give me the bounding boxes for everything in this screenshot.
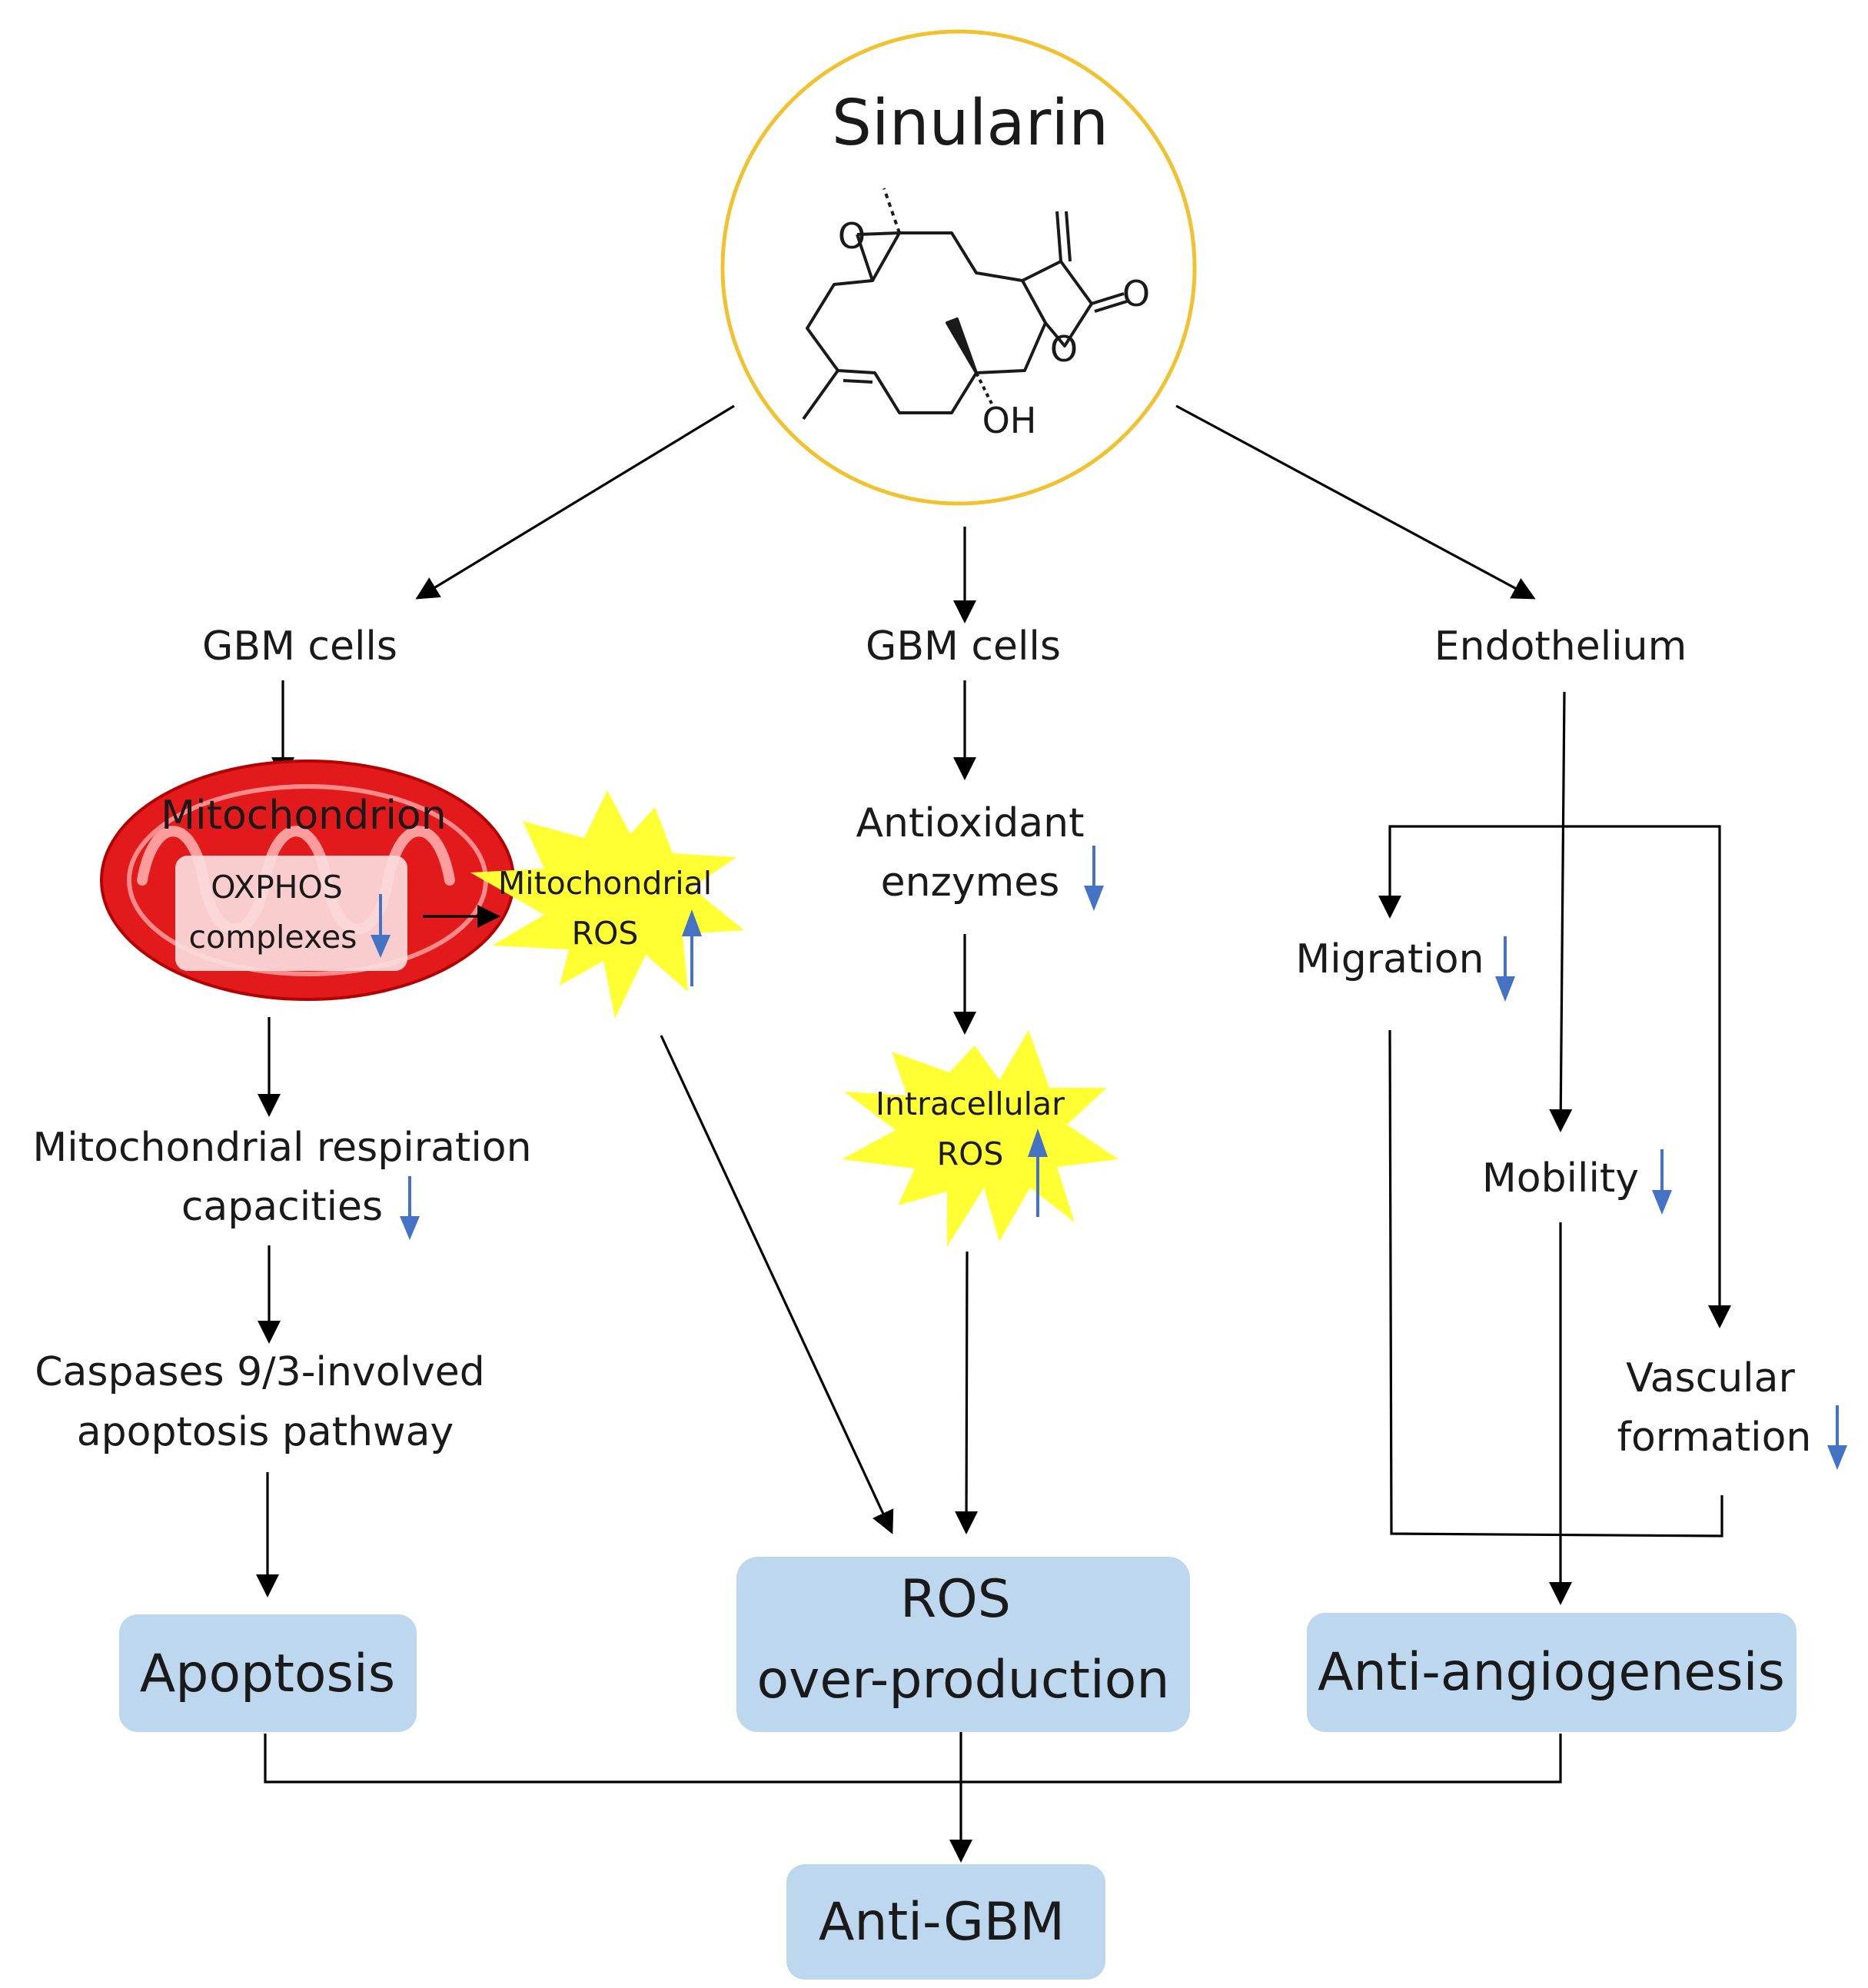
migration-label: Migration: [1295, 936, 1484, 982]
respiration-label-line1: Mitochondrial respiration: [32, 1125, 531, 1171]
atom-o-carbonyl: O: [1122, 273, 1150, 314]
respiration-label-line2: capacities: [181, 1184, 383, 1230]
convergence-line: [264, 1734, 1562, 1784]
ros-overproduction-box: [736, 1557, 1190, 1732]
chemical-structure-icon: [802, 188, 1128, 421]
atom-hydroxyl: OH: [982, 400, 1037, 441]
apoptosis-label: Apoptosis: [140, 1644, 395, 1704]
arrow-to-vascular-formation: [1561, 825, 1731, 1328]
blue-down-arrow-icon: [400, 1176, 420, 1240]
anti-gbm-box: [786, 1864, 1105, 1980]
blue-down-arrow-icon: [1084, 846, 1104, 911]
intracellular-ros-starburst: [842, 1030, 1118, 1247]
mito-ros-starburst: [470, 790, 744, 1019]
ros-overproduction-label-line2: over-production: [757, 1650, 1170, 1710]
anti-angiogenesis-label: Anti-angiogenesis: [1318, 1642, 1785, 1703]
arrow-endothelium-to-mobility: [1549, 691, 1573, 1132]
apoptosis-box: [119, 1614, 417, 1732]
arrow-to-migration: [1378, 825, 1561, 919]
right-cells-label: Endothelium: [1434, 623, 1687, 670]
arrow-compound-to-right: [1175, 404, 1536, 600]
vascular-label-line2: formation: [1617, 1415, 1812, 1461]
atom-o-lactone: O: [1050, 328, 1078, 370]
blue-down-arrow-icon: [1652, 1149, 1672, 1215]
migration-vascular-join-line: [1388, 1029, 1723, 1538]
vascular-label-line1: Vascular: [1626, 1355, 1795, 1401]
compound-circle: [720, 29, 1197, 506]
mitochondrion-label: Mitochondrion: [161, 793, 446, 839]
blue-up-arrow-icon: [682, 909, 702, 986]
mito-ros-label-line2: ROS: [572, 915, 639, 952]
intracellular-ros-label-line1: Intracellular: [876, 1085, 1065, 1122]
blue-up-arrow-icon: [1028, 1129, 1048, 1217]
arrow-mito-ros-to-ros-overproduction: [660, 1035, 894, 1534]
anti-gbm-label: Anti-GBM: [819, 1892, 1065, 1953]
blue-down-arrow-icon: [371, 894, 391, 958]
ros-overproduction-label-line1: ROS: [900, 1569, 1011, 1630]
oxphos-label-line2: complexes: [188, 919, 357, 956]
blue-down-arrow-icon: [1827, 1405, 1847, 1470]
intracellular-ros-label-line2: ROS: [937, 1135, 1004, 1172]
oxphos-label-line1: OXPHOS: [211, 869, 343, 906]
enzymes-label-line2: enzymes: [881, 859, 1060, 906]
caspases-label-line1: Caspases 9/3-involved: [35, 1349, 485, 1395]
mito-ros-label-line1: Mitochondrial: [498, 865, 712, 902]
arrow-intracellular-ros-to-overproduction: [955, 1251, 979, 1534]
left-cells-label: GBM cells: [202, 623, 397, 670]
caspases-label-line2: apoptosis pathway: [77, 1409, 454, 1455]
middle-cells-label: GBM cells: [866, 623, 1061, 670]
compound-name: Sinularin: [832, 87, 1109, 160]
oxphos-box: [175, 856, 407, 971]
enzymes-label-line1: Antioxidant: [856, 800, 1084, 846]
arrow-compound-to-left: [415, 404, 735, 600]
anti-angiogenesis-box: [1307, 1613, 1797, 1732]
mobility-label: Mobility: [1482, 1155, 1639, 1202]
blue-down-arrow-icon: [1495, 936, 1515, 1002]
atom-o-epoxide: O: [838, 215, 866, 257]
compound-panel: Sinularin O: [720, 29, 1197, 506]
